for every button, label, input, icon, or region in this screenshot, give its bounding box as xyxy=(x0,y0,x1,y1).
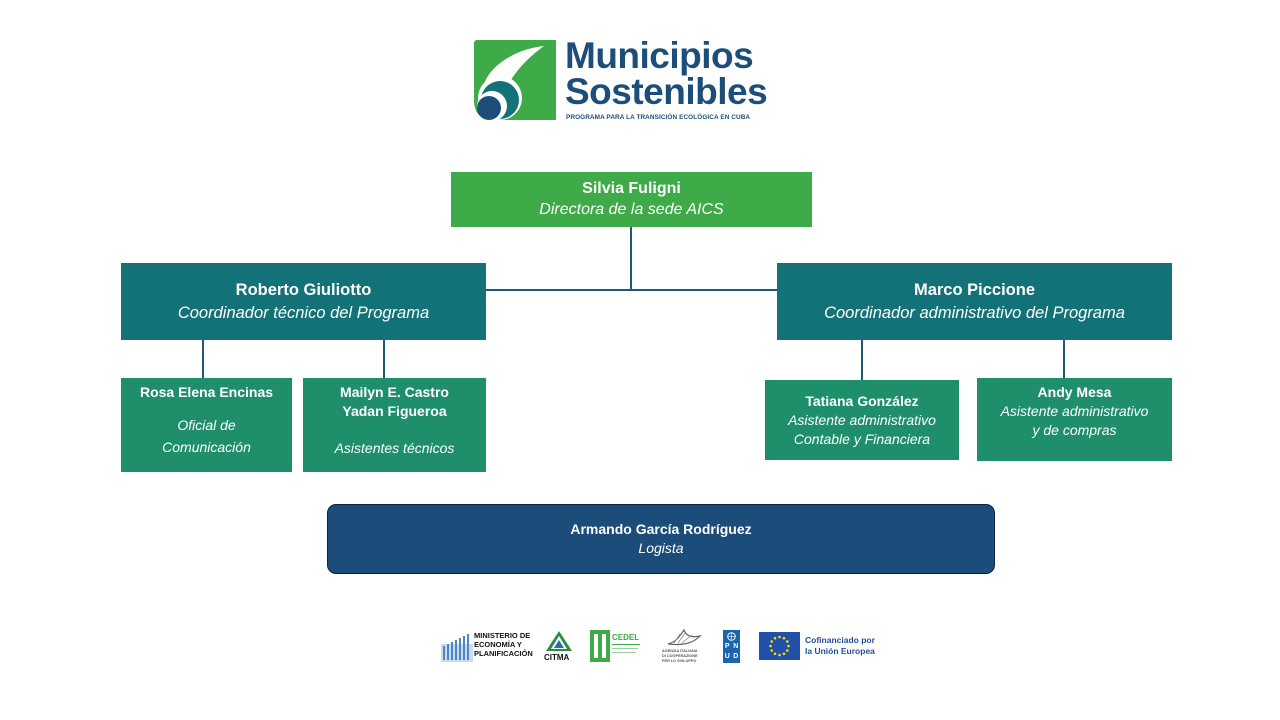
staff-account-box: Tatiana González Asistente administrativ… xyxy=(765,380,959,460)
coord-admin-box: Marco Piccione Coordinador administrativ… xyxy=(777,263,1172,340)
logistics-name: Armando García Rodríguez xyxy=(570,521,752,537)
cedel-rule-3 xyxy=(612,652,636,653)
undp-logo: P N U D xyxy=(723,630,740,663)
staff-comm-name: Rosa Elena Encinas xyxy=(139,384,274,400)
connector-coordinators xyxy=(486,289,777,291)
mep-logo: MINISTERIO DE ECONOMÍA Y PLANIFICACIÓN xyxy=(441,630,533,662)
staff-tech-name-2: Yadan Figueroa xyxy=(342,403,447,419)
cedel-mark-icon xyxy=(590,630,610,662)
eu-line1: Cofinanciado por xyxy=(805,635,875,645)
mep-line3: PLANIFICACIÓN xyxy=(474,649,533,658)
eu-flag-icon xyxy=(759,632,800,660)
undp-letters: P N U D xyxy=(723,642,740,662)
staff-tech-name-1: Mailyn E. Castro xyxy=(340,384,449,400)
staff-account-role-line1: Asistente administrativo xyxy=(788,411,936,428)
citma-logo: CITMA xyxy=(543,630,575,664)
undp-letter-2: N xyxy=(733,643,739,650)
cedel-rule xyxy=(612,644,640,645)
connector-director-down xyxy=(630,227,632,290)
municipios-sostenibles-logo: Municipios Sostenibles PROGRAMA PARA LA … xyxy=(470,36,770,128)
eu-text: Cofinanciado por la Unión Europea xyxy=(805,635,875,657)
connector-admin-account xyxy=(861,340,863,380)
cedel-rule-2 xyxy=(612,648,638,649)
aics-line1: AGENZIA ITALIANA xyxy=(662,649,698,653)
building-bars-icon xyxy=(441,634,473,662)
staff-tech-role: Asistentes técnicos xyxy=(334,440,455,456)
logo-tagline: PROGRAMA PARA LA TRANSICIÓN ECOLÓGICA EN… xyxy=(566,114,751,121)
citma-triangle-icon xyxy=(546,631,572,651)
aics-line2: DI COOPERAZIONE xyxy=(662,653,698,658)
aics-line3: PER LO SVILUPPO xyxy=(662,658,697,663)
logo-word-sostenibles: Sostenibles xyxy=(565,71,768,112)
staff-comm-box: Rosa Elena Encinas Oficial de Comunicaci… xyxy=(121,378,292,472)
logistics-box: Armando García Rodríguez Logista xyxy=(327,504,995,574)
connector-admin-purchase xyxy=(1063,340,1065,378)
mep-text: MINISTERIO DE ECONOMÍA Y PLANIFICACIÓN xyxy=(474,631,533,658)
cedel-logo: CEDEL xyxy=(590,630,642,664)
aics-text: AGENZIA ITALIANA DI COOPERAZIONE PER LO … xyxy=(662,649,698,663)
logistics-role: Logista xyxy=(638,540,684,556)
leaf-circles-icon xyxy=(474,40,556,121)
staff-tech-box: Mailyn E. Castro Yadan Figueroa Asistent… xyxy=(303,378,486,472)
mep-line2: ECONOMÍA Y xyxy=(474,640,522,649)
director-name: Silvia Fuligni xyxy=(582,180,681,197)
staff-account-name: Tatiana González xyxy=(805,392,919,409)
aics-logo: AGENZIA ITALIANA DI COOPERAZIONE PER LO … xyxy=(662,628,706,664)
coord-tech-role: Coordinador técnico del Programa xyxy=(177,303,430,322)
staff-purchase-name: Andy Mesa xyxy=(1037,384,1112,400)
undp-letter-4: D xyxy=(733,653,739,660)
staff-purchase-role-line2: y de compras xyxy=(1032,422,1117,438)
staff-purchase-box: Andy Mesa Asistente administrativo y de … xyxy=(977,378,1172,461)
staff-comm-role: Oficial de Comunicación xyxy=(121,414,292,458)
mep-line1: MINISTERIO DE xyxy=(474,631,531,640)
dove-icon xyxy=(667,628,702,646)
connector-tech-comm xyxy=(202,340,204,378)
coord-admin-role: Coordinador administrativo del Programa xyxy=(824,303,1125,322)
staff-comm-role-line2: Comunicación xyxy=(162,439,251,455)
coord-tech-name: Roberto Giuliotto xyxy=(235,280,372,299)
director-role: Directora de la sede AICS xyxy=(539,201,724,218)
staff-comm-role-line1: Oficial de xyxy=(177,417,236,433)
staff-purchase-role-line1: Asistente administrativo xyxy=(1000,403,1149,419)
coord-admin-name: Marco Piccione xyxy=(913,280,1036,299)
connector-tech-assistants xyxy=(383,340,385,378)
eu-logo: Cofinanciado por la Unión Europea xyxy=(759,632,884,662)
undp-letter-3: U xyxy=(724,653,730,660)
coord-tech-box: Roberto Giuliotto Coordinador técnico de… xyxy=(121,263,486,340)
director-box: Silvia Fuligni Directora de la sede AICS xyxy=(451,172,812,227)
logo-word-municipios: Municipios xyxy=(565,35,754,76)
staff-account-role-line2: Contable y Financiera xyxy=(793,430,931,447)
un-emblem-icon xyxy=(727,632,736,641)
eu-line2: la Unión Europea xyxy=(805,646,875,656)
undp-letter-1: P xyxy=(724,643,730,650)
citma-label: CITMA xyxy=(544,653,570,662)
cedel-label: CEDEL xyxy=(612,633,640,642)
